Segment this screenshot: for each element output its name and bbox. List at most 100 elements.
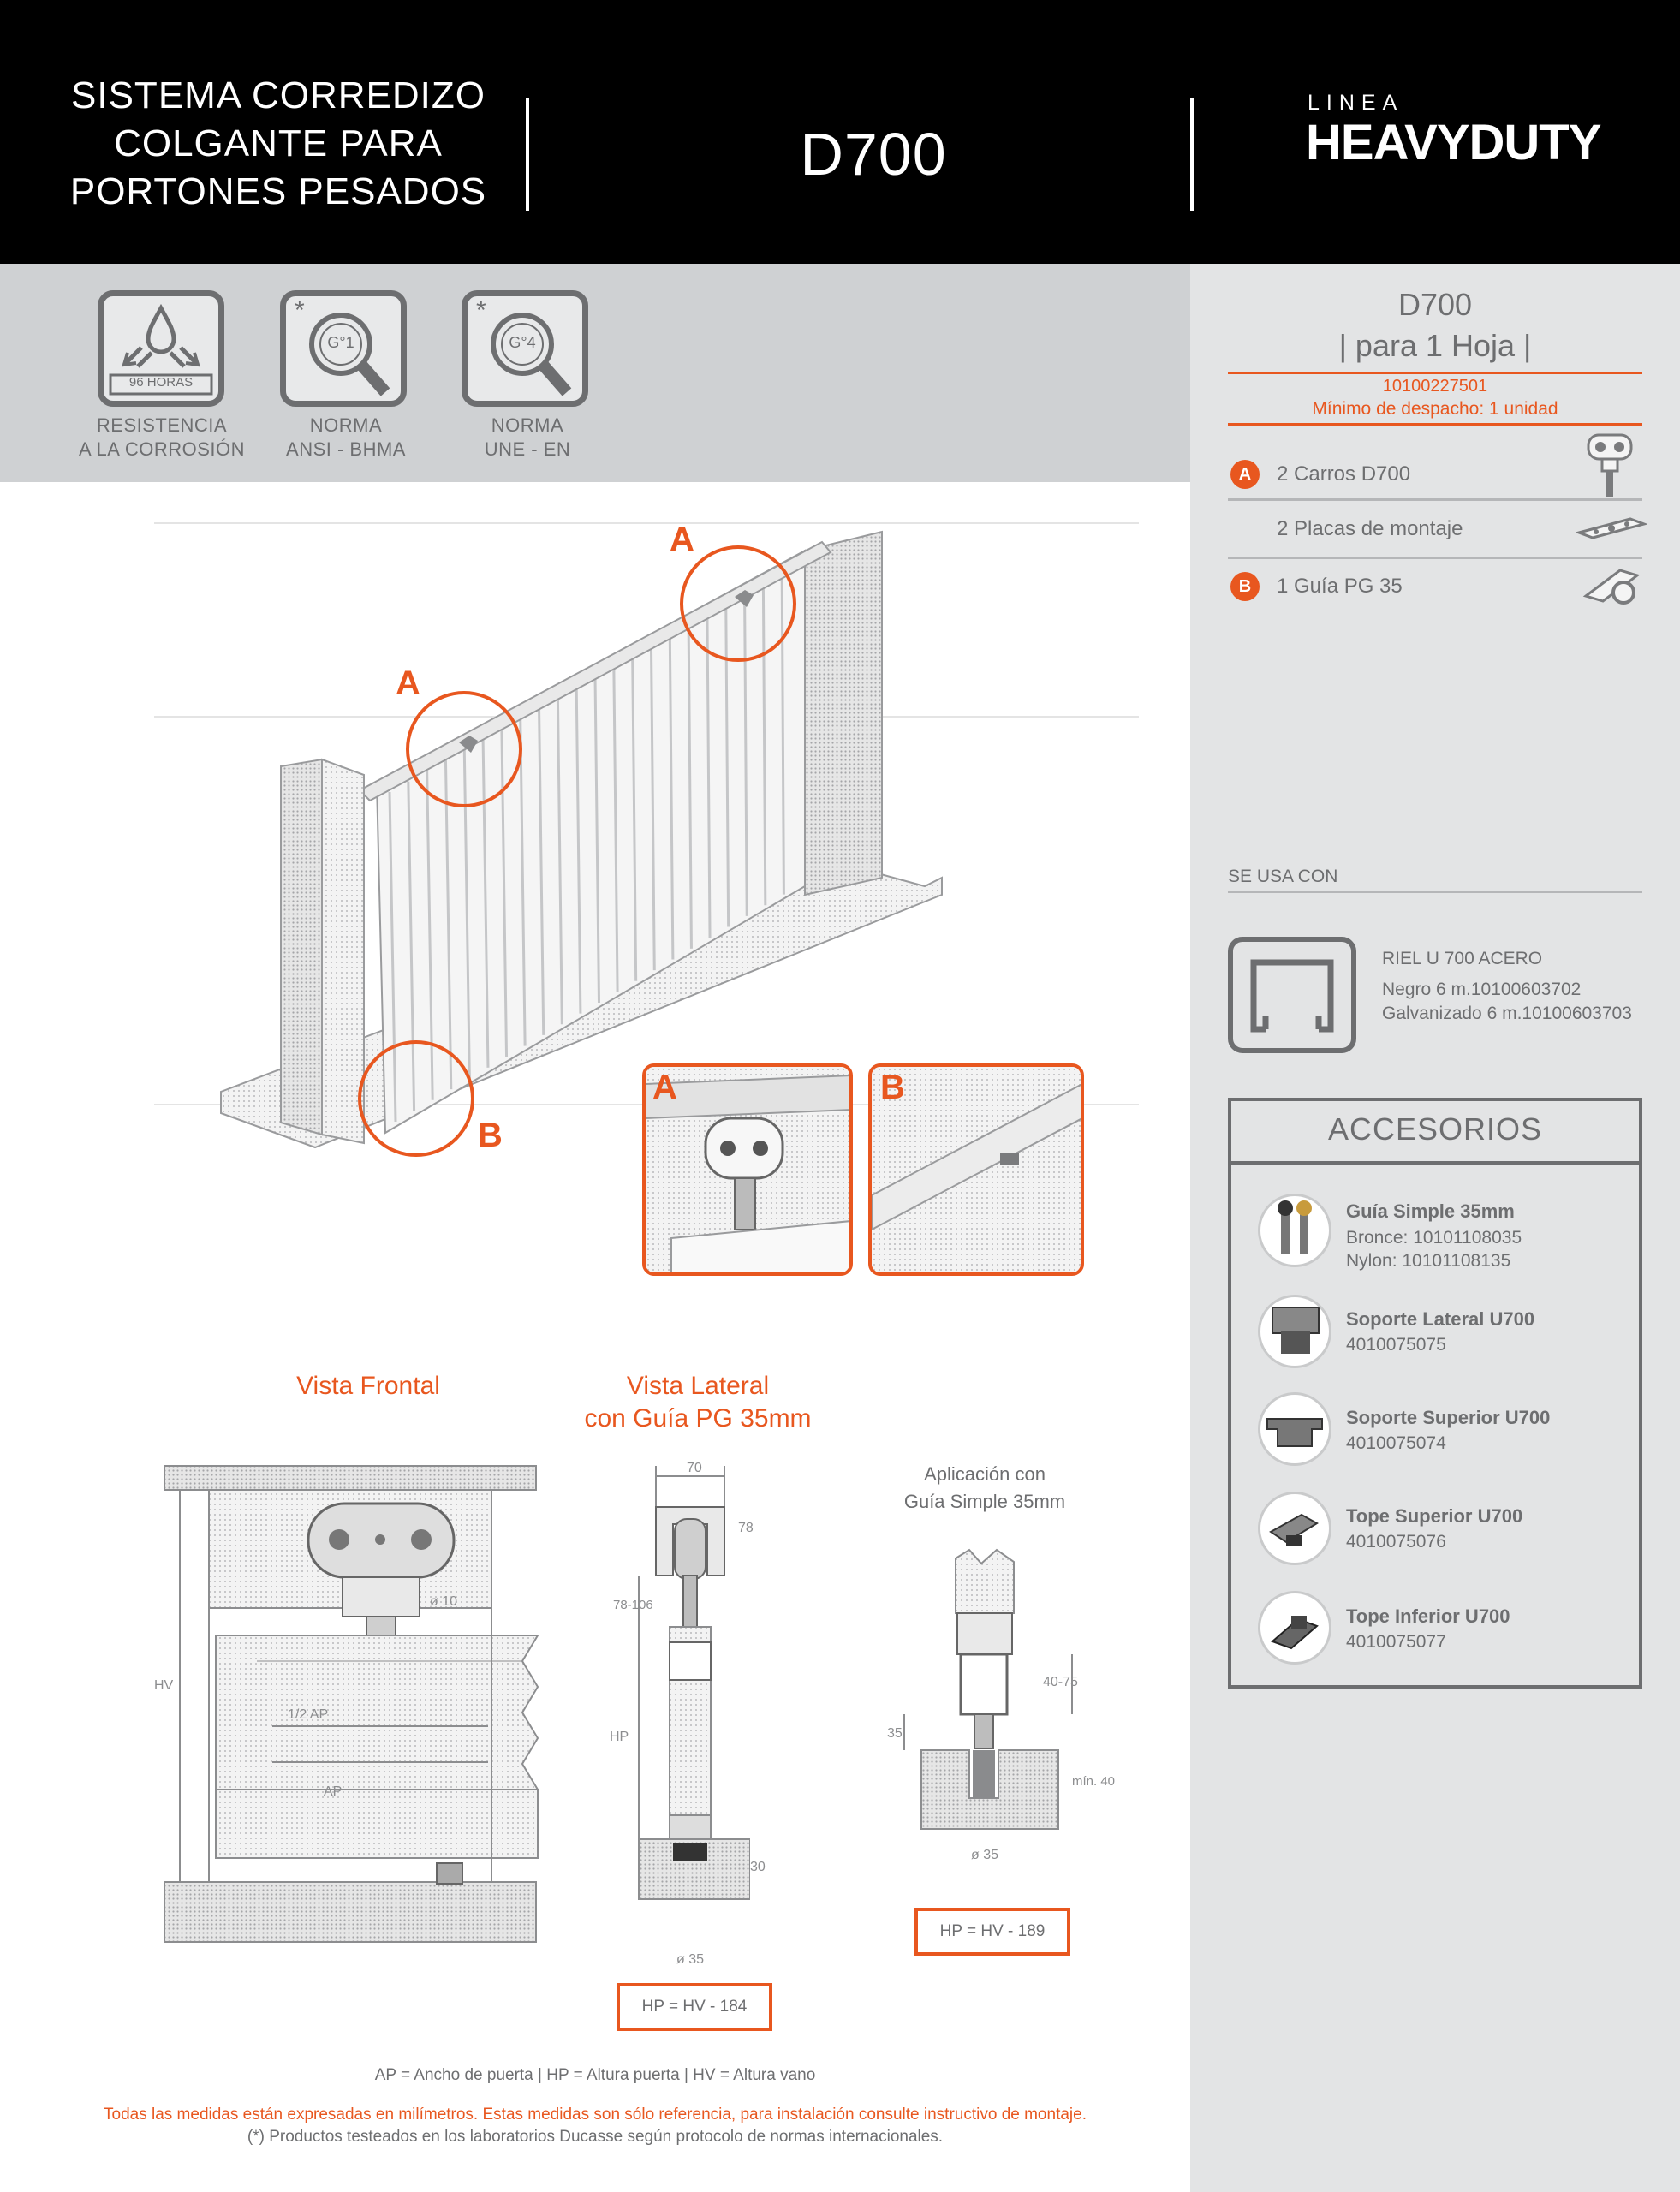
rail-code-black: Negro 6 m.10100603702 [1382, 980, 1582, 999]
gate-slat [687, 622, 693, 949]
dim-d35-app: ø 35 [971, 1848, 999, 1862]
product-code: 10100227501 [1382, 377, 1488, 396]
accessory-name: Guía Simple 35mm [1346, 1200, 1515, 1222]
gate-slat [649, 643, 656, 971]
top-bracket-icon [1258, 1392, 1331, 1466]
divider [1228, 498, 1642, 501]
side-view-title-1: Vista Lateral [626, 1372, 770, 1400]
dim-ap-half: 1/2 AP [288, 1707, 329, 1722]
divider [1228, 890, 1642, 893]
title-line-1: SISTEMA CORREDIZO [71, 74, 486, 116]
callout-label-b: B [478, 1117, 503, 1154]
dim-hp: HP [610, 1730, 629, 1744]
application-title-2: Guía Simple 35mm [903, 1491, 1066, 1512]
title-line-3: PORTONES PESADOS [69, 170, 487, 212]
accessory-name: Soporte Superior U700 [1346, 1407, 1551, 1428]
badge-inner-text: G°4 [509, 334, 536, 351]
side-bracket-icon [1258, 1295, 1331, 1368]
header-bar: SISTEMA CORREDIZO COLGANTE PARA PORTONES… [0, 0, 1680, 264]
accessory-code: Nylon: 10101108135 [1346, 1251, 1511, 1271]
front-view-title: Vista Frontal [296, 1372, 440, 1400]
brand-linea: LINEA [1308, 91, 1404, 115]
application-title-1: Aplicación con [924, 1463, 1046, 1485]
gate-slat [444, 759, 453, 1090]
cert-label-1a: RESISTENCIA [96, 414, 228, 436]
u-rail-icon [1228, 937, 1356, 1053]
title-line-2: COLGANTE PARA [114, 122, 443, 164]
guide-detail [872, 1067, 1081, 1272]
gate-slat [706, 611, 712, 938]
side-view-drawing [638, 1466, 750, 1900]
corrosion-drop-icon [109, 303, 213, 396]
gate-slat [668, 633, 675, 960]
dim-ap: AP [324, 1784, 343, 1799]
dim-d35: ø 35 [676, 1952, 705, 1967]
gate-slat [388, 791, 397, 1123]
trolley-detail [646, 1067, 849, 1272]
sidebar-variant: | para 1 Hoja | [1338, 328, 1532, 363]
top-stop-icon [1258, 1492, 1331, 1565]
application-drawing [903, 1548, 1073, 1830]
gate-slat [575, 686, 582, 1014]
dim-h78: 78 [738, 1521, 754, 1535]
dim-min40: mín. 40 [1072, 1774, 1116, 1789]
asterisk-mark: * [476, 296, 486, 325]
accessory-name: Tope Inferior U700 [1346, 1605, 1510, 1627]
cert-label-2a: NORMA [309, 414, 383, 436]
divider [1228, 423, 1642, 426]
detail-b-box: B [868, 1063, 1084, 1276]
accessory-code: 4010075076 [1346, 1532, 1446, 1552]
dim-g35: 35 [887, 1726, 903, 1741]
side-view-title-2: con Guía PG 35mm [584, 1404, 812, 1433]
accessory-code: 4010075077 [1346, 1632, 1446, 1652]
divider [1228, 372, 1642, 374]
disclaimer-line: Todas las medidas están expresadas en mi… [104, 2106, 1087, 2124]
dim-g30: 30 [750, 1860, 766, 1874]
accessories-box [1228, 1098, 1642, 1689]
ansi-badge: * G°1 [280, 290, 407, 407]
detail-a-box: A [642, 1063, 853, 1276]
brand-logo: HEAVYDUTY [1306, 115, 1601, 170]
gate-slat [519, 718, 527, 1046]
item-badge-b: B [1230, 572, 1260, 601]
gate-slat [500, 728, 509, 1057]
gate-isometric-drawing [154, 522, 1139, 1157]
magnifier-grade-icon [309, 313, 390, 396]
gate-slat [593, 675, 600, 1004]
badge-inner-text: 96 HORAS [128, 375, 194, 390]
kit-item: 2 Placas de montaje [1277, 517, 1463, 540]
header-divider [1190, 98, 1194, 211]
front-view-drawing [164, 1465, 539, 1943]
asterisk-note: (*) Productos testeados en los laborator… [247, 2128, 944, 2146]
rail-code-galv: Galvanizado 6 m.10100603703 [1382, 1004, 1632, 1023]
cert-label-2b: ANSI - BHMA [286, 438, 406, 460]
dim-d10: ø 10 [430, 1594, 458, 1609]
mounting-plate-icon [1576, 517, 1647, 539]
divider [1228, 1161, 1642, 1164]
trolley-icon [1587, 433, 1633, 497]
cert-label-3a: NORMA [491, 414, 564, 436]
accessory-code: 4010075074 [1346, 1433, 1446, 1453]
gate-slat [538, 707, 545, 1035]
kit-item: 1 Guía PG 35 [1277, 575, 1403, 598]
callout-label-a: A [670, 521, 694, 558]
model-title: D700 [800, 121, 947, 188]
gate-slat [407, 781, 416, 1111]
gate-slat [612, 664, 619, 992]
dim-r78: 78-106 [613, 1598, 653, 1612]
min-dispatch: Mínimo de despacho: 1 unidad [1312, 399, 1558, 419]
gate-slat [780, 569, 785, 895]
cert-label-3b: UNE - EN [484, 438, 571, 460]
guide-icon [1582, 569, 1641, 605]
detail-label-b: B [880, 1069, 905, 1106]
badge-inner-text: G°1 [327, 334, 354, 351]
formula-box-2: HP = HV - 189 [914, 1908, 1070, 1956]
une-badge: * G°4 [462, 290, 588, 407]
gate-slat [743, 591, 748, 916]
detail-label-a: A [652, 1069, 677, 1106]
gate-slat [481, 739, 490, 1068]
kit-item: 2 Carros D700 [1277, 462, 1411, 485]
legend-line: AP = Ancho de puerta | HP = Altura puert… [374, 2066, 816, 2084]
bottom-stop-icon [1258, 1591, 1331, 1665]
